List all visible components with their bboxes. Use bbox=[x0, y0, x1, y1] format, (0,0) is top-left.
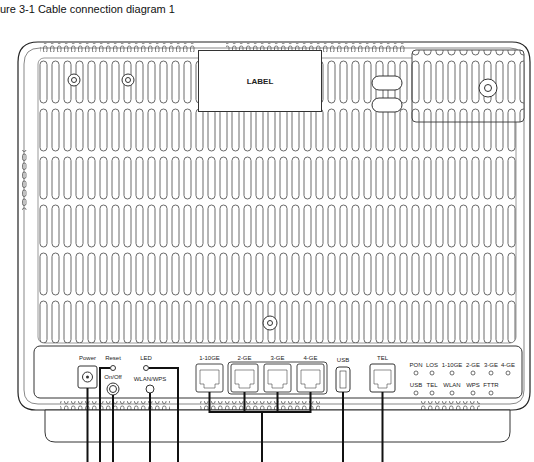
figure-title: ure 3-1 Cable connection diagram 1 bbox=[0, 4, 175, 15]
indicator-label: WLAN bbox=[443, 382, 460, 388]
indicator-label: 4-GE bbox=[501, 362, 515, 368]
port-label: 2-GE bbox=[237, 355, 251, 361]
button-label: Reset bbox=[105, 355, 121, 361]
indicator-label: TEL bbox=[426, 382, 437, 388]
indicator-label: USB bbox=[410, 382, 422, 388]
port-label: USB bbox=[337, 357, 349, 363]
indicator-label: 3-GE bbox=[484, 362, 498, 368]
button-label: On/Off bbox=[104, 374, 122, 380]
port-label: LED bbox=[140, 355, 152, 361]
port-label: 1-10GE bbox=[199, 355, 220, 361]
label-text: LABEL bbox=[247, 77, 274, 86]
indicator-label: 1-10GE bbox=[442, 362, 463, 368]
button-label: WLAN/WPS bbox=[134, 376, 167, 382]
indicator-label: FTTR bbox=[483, 382, 498, 388]
port-label: 4-GE bbox=[303, 355, 317, 361]
label-plate: LABEL bbox=[198, 50, 322, 112]
port-label: Power bbox=[79, 355, 96, 361]
indicator-label: LOS bbox=[426, 362, 438, 368]
indicator-label: 2-GE bbox=[466, 362, 480, 368]
port-label: TEL bbox=[377, 355, 388, 361]
port-label: 3-GE bbox=[270, 355, 284, 361]
indicator-label: WPS bbox=[466, 382, 480, 388]
indicator-label: PON bbox=[409, 362, 422, 368]
